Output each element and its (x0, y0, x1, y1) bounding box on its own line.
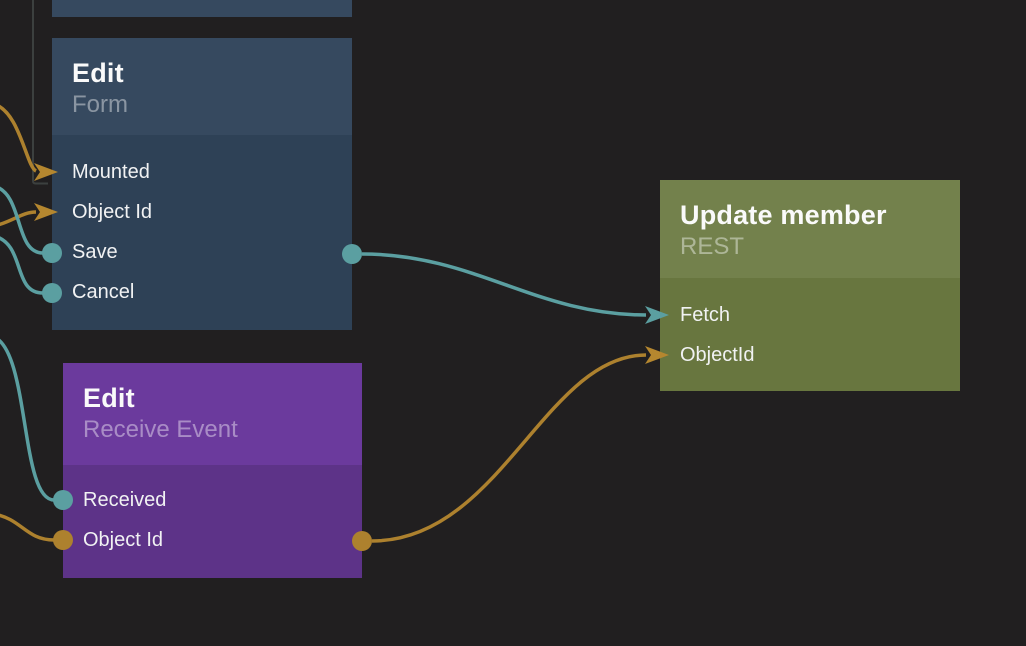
port-label: Cancel (72, 280, 135, 303)
node-edit-receive-event-header[interactable]: Edit Receive Event (63, 363, 362, 465)
node-title: Edit (72, 58, 124, 88)
port-object-id[interactable]: Object Id (52, 192, 352, 232)
node-edit-form-ports: Mounted Object Id Save Cancel (52, 135, 352, 330)
wire-orange-receive-to-objectid[interactable] (371, 353, 647, 543)
node-edit-form[interactable]: Edit Form Mounted Object Id Save Cancel (52, 38, 352, 330)
wire-teal-form-to-fetch[interactable] (361, 252, 647, 317)
node-update-member-header[interactable]: Update member REST (660, 180, 960, 278)
wire-teal-to-cancel[interactable] (0, 236, 44, 295)
port-objectid[interactable]: ObjectId (660, 335, 960, 375)
port-cancel[interactable]: Cancel (52, 272, 352, 312)
port-mounted[interactable]: Mounted (52, 152, 352, 192)
wire-orange-to-object-id-receive[interactable] (0, 513, 55, 542)
node-edit-form-header[interactable]: Edit Form (52, 38, 352, 135)
wire-orange-to-mounted[interactable] (0, 104, 38, 173)
port-label: Mounted (72, 160, 150, 183)
wire-orange-to-object-id[interactable] (0, 210, 37, 227)
port-received[interactable]: Received (63, 480, 362, 520)
node-edit-receive-event[interactable]: Edit Receive Event Received Object Id (63, 363, 362, 578)
port-label: Received (83, 488, 167, 511)
port-label: Object Id (83, 528, 164, 551)
node-update-member-ports: Fetch ObjectId (660, 278, 960, 391)
port-save[interactable]: Save (52, 232, 352, 272)
port-object-id[interactable]: Object Id (63, 520, 362, 560)
port-label: Save (72, 240, 118, 263)
node-subtitle: REST (680, 233, 745, 260)
node-subtitle: Form (72, 91, 128, 118)
port-label: Object Id (72, 200, 153, 223)
node-title: Edit (83, 383, 135, 413)
port-label: ObjectId (680, 343, 755, 366)
wire-teal-to-received[interactable] (0, 337, 55, 502)
node-update-member[interactable]: Update member REST Fetch ObjectId (660, 180, 960, 391)
port-label: Fetch (680, 303, 731, 326)
wire-teal-to-save[interactable] (0, 186, 44, 255)
node-clipped-top[interactable] (52, 0, 352, 17)
node-subtitle: Receive Event (83, 416, 238, 443)
node-edit-receive-event-ports: Received Object Id (63, 465, 362, 578)
port-fetch[interactable]: Fetch (660, 295, 960, 335)
node-title: Update member (680, 200, 887, 230)
wire-dim-top-to-mounted[interactable] (32, 0, 48, 185)
